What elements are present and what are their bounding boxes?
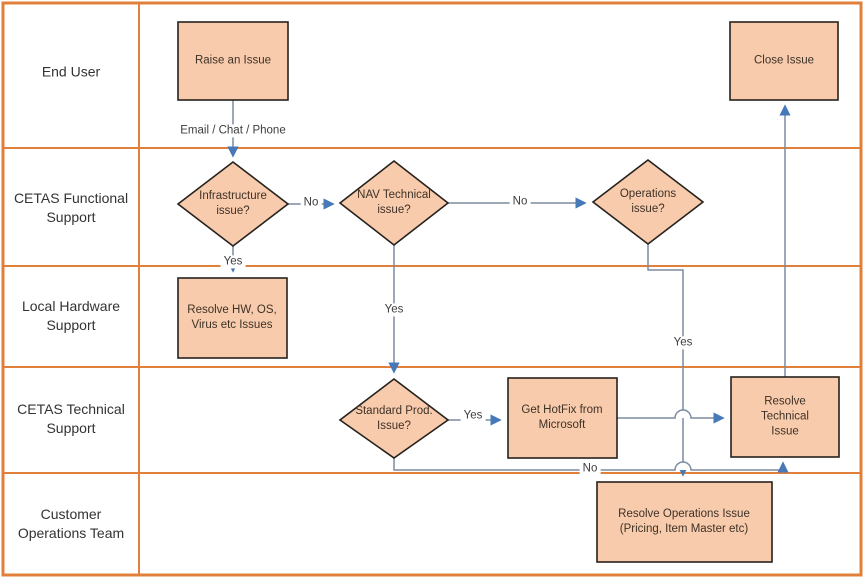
lane-label-cetas-functional: CETAS Functional Support: [13, 190, 129, 225]
node-label-nav-technical: NAV Technical issue?: [357, 189, 431, 216]
node-label-resolve-operations: Resolve Operations Issue (Pricing, Item …: [618, 508, 750, 535]
edge-operations-to-resolve-operations: [647, 244, 689, 477]
edge-get-hotfix-to-resolve-technical: [617, 409, 725, 424]
edge-label-email-chat-phone: Email / Chat / Phone: [177, 124, 289, 138]
edge-label-yes-standard-prod: Yes: [460, 409, 486, 423]
node-label-resolve-hw: Resolve HW, OS, Virus etc Issues: [187, 304, 277, 331]
node-get-hotfix: [507, 377, 618, 459]
edge-label-no-standard-prod: No: [579, 462, 601, 476]
edge-standard-prod-to-resolve-technical: [393, 458, 789, 473]
node-label-infrastructure: Infrastructure issue?: [199, 190, 267, 217]
node-resolve-hw: [177, 277, 288, 359]
lane-label-customer-operations: Customer Operations Team: [17, 506, 125, 541]
node-raise-issue: [177, 21, 289, 101]
decision-standard-prod-issue: [338, 377, 450, 459]
node-resolve-technical: [730, 376, 840, 458]
edge-label-yes-infrastructure: Yes: [220, 255, 246, 269]
hop-mask-1: [675, 410, 691, 418]
node-label-close-issue: Close Issue: [753, 54, 815, 67]
lane-label-end-user: End User: [41, 63, 101, 80]
node-label-get-hotfix: Get HotFix from Microsoft: [521, 404, 603, 431]
decision-infrastructure-issue: [176, 160, 290, 248]
edge-label-yes-nav: Yes: [381, 303, 407, 317]
node-close-issue: [729, 21, 839, 101]
node-resolve-operations: [596, 481, 773, 563]
node-label-resolve-technical: Resolve Technical Issue: [761, 395, 809, 438]
edge-label-no-infrastructure: No: [300, 196, 322, 210]
decision-operations-issue: [591, 158, 705, 246]
decision-nav-technical-issue: [338, 159, 450, 247]
edge-label-no-nav: No: [509, 195, 531, 209]
node-label-raise-issue: Raise an Issue: [194, 54, 272, 67]
hop-mask-2: [675, 462, 691, 470]
lane-label-local-hardware: Local Hardware Support: [21, 298, 121, 333]
edge-label-yes-operations: Yes: [670, 336, 696, 350]
node-label-operations: Operations issue?: [619, 188, 677, 215]
flowchart-shapes: [176, 21, 840, 563]
lane-label-cetas-technical: CETAS Technical Support: [17, 401, 125, 436]
node-label-standard-prod: Standard Prod. Issue?: [355, 405, 433, 432]
